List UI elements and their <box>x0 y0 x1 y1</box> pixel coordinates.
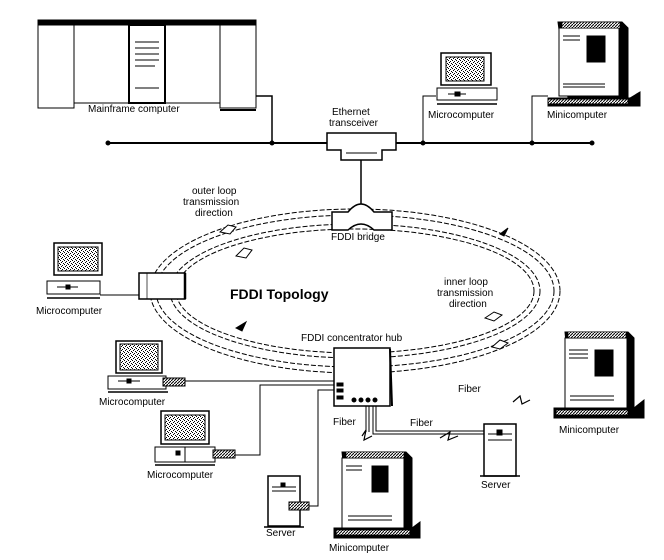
ring-arrow-icon-2 <box>234 320 248 332</box>
minicomputer-top <box>547 21 641 107</box>
microcomputer-lower-1 <box>107 340 334 393</box>
inner-loop-arrow-icon-2 <box>490 339 510 350</box>
label-minicomputer-top: Minicomputer <box>547 110 608 121</box>
microcomputer-left <box>46 242 103 299</box>
label-mainframe-computer: Mainframe computer <box>88 104 180 115</box>
label-server-left: Server <box>266 528 296 539</box>
inner-loop-arrow-icon <box>483 311 504 322</box>
label-minicomputer-right: Minicomputer <box>559 425 620 436</box>
diagram-title: FDDI Topology <box>230 286 329 302</box>
label-minicomputer-bottom: Minicomputer <box>329 543 390 554</box>
ring-arrow-icon <box>499 227 509 237</box>
label-inner-loop-2: transmission <box>437 288 494 299</box>
label-fddi-bridge: FDDI bridge <box>331 232 385 243</box>
label-server-right: Server <box>481 480 511 491</box>
label-microcomputer-left: Microcomputer <box>36 306 103 317</box>
minicomputer-right <box>553 331 645 419</box>
label-ethernet-transceiver-2: transceiver <box>329 118 378 129</box>
label-microcomputer-top: Microcomputer <box>428 110 495 121</box>
label-fiber-hub: Fiber <box>333 417 356 428</box>
mainframe-computer <box>37 19 257 111</box>
ethernet-transceiver <box>326 132 397 210</box>
fiber-links <box>361 394 531 442</box>
server-right <box>480 423 520 477</box>
fddi-bridge <box>331 203 393 231</box>
outer-loop-arrow-icon <box>218 224 237 235</box>
label-microcomputer-lower-1: Microcomputer <box>99 397 166 408</box>
label-microcomputer-lower-2: Microcomputer <box>147 470 214 481</box>
minicomputer-bottom <box>333 451 421 539</box>
label-fiber-server: Fiber <box>410 418 433 429</box>
fddi-concentrator-hub <box>333 347 393 407</box>
server-left <box>264 389 334 528</box>
label-ethernet-transceiver-1: Ethernet <box>332 107 370 118</box>
label-inner-loop-3: direction <box>449 299 487 310</box>
label-outer-loop-1: outer loop <box>192 186 237 197</box>
label-outer-loop-2: transmission <box>183 197 240 208</box>
outer-loop-arrow-icon-2 <box>234 247 253 259</box>
label-concentrator-hub: FDDI concentrator hub <box>301 333 403 344</box>
label-fiber-right: Fiber <box>458 384 481 395</box>
label-outer-loop-3: direction <box>195 208 233 219</box>
microcomputer-lower-2 <box>154 384 334 466</box>
label-inner-loop-1: inner loop <box>444 277 488 288</box>
direction-arrows <box>218 224 510 350</box>
left-attachment-unit <box>100 272 187 300</box>
microcomputer-top <box>436 52 498 105</box>
